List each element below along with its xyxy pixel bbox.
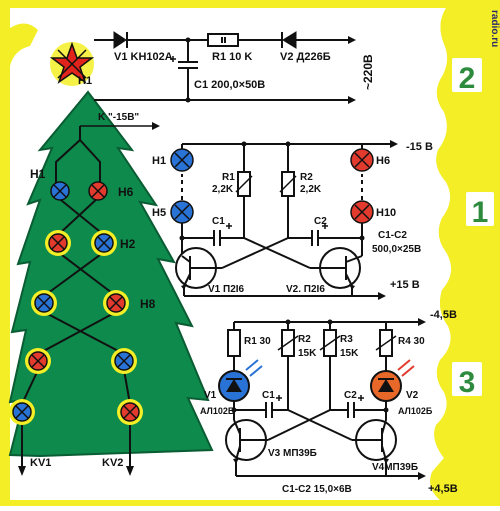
tree-lamp-h2 xyxy=(91,230,117,256)
c3-r4-label: R4 30 xyxy=(398,336,425,347)
c1-minus15-label: -15 B xyxy=(406,141,433,153)
c3-minus45-label: -4,5B xyxy=(430,309,457,321)
c1-plus15-label: +15 B xyxy=(390,279,420,291)
tree-h6-label: H6 xyxy=(118,185,134,199)
circuit1-lamps xyxy=(170,148,374,224)
kv1-label: KV1 xyxy=(30,457,51,469)
c3-r2-value: 15K xyxy=(298,348,317,359)
watermark: radio.ru xyxy=(489,10,500,47)
c3-led-v2 xyxy=(370,359,415,402)
tree-lamp-h8 xyxy=(103,290,129,316)
c3-cc-label: C1-C2 15,0×6B xyxy=(282,484,352,495)
tree-lamp-left-4 xyxy=(25,348,51,374)
tree-lamp-h6 xyxy=(88,181,108,201)
star-h1-label: H1 xyxy=(78,75,92,87)
c3-c2-label: C2 xyxy=(344,390,357,401)
tree-lamp-right-5 xyxy=(117,399,143,425)
badge-3-text: 3 xyxy=(459,366,476,399)
c1-h6-label: H6 xyxy=(376,155,390,167)
badge-1: 1 xyxy=(466,192,494,229)
c1-v2-label: V2. П2І6 xyxy=(286,284,325,295)
tree-lamp-left-3 xyxy=(31,290,57,316)
c3-led-v1 xyxy=(218,359,263,402)
c3-r3-label: R3 xyxy=(340,334,353,345)
circuit-led-multivibrator xyxy=(225,318,426,480)
badge-3: 3 xyxy=(452,362,482,399)
c1-lamp-h5 xyxy=(170,200,194,224)
c1-lamp-h6 xyxy=(350,148,374,172)
tree-h1-label: H1 xyxy=(30,167,46,181)
c3-v3-label: V3 MП39Б xyxy=(268,448,317,459)
c3-v2-type: AЛ102Б xyxy=(398,406,433,416)
c3-r2-label: R2 xyxy=(298,334,311,345)
c1-lamp-h10 xyxy=(350,200,374,224)
c1-r1-value: 2,2K xyxy=(212,184,234,195)
tree-lamp-h1 xyxy=(50,181,70,201)
c1-c1-label: C1 xyxy=(212,216,225,227)
right-yellow-band xyxy=(430,8,500,500)
c1-r2-value: 2,2K xyxy=(300,184,322,195)
c3-v1-label: V1 xyxy=(204,390,217,401)
c1-r2-label: R2 xyxy=(300,172,313,183)
tree-lamp-left-5 xyxy=(9,399,35,425)
c1-c2-label: C2 xyxy=(314,216,327,227)
c3-v1-type: AЛ102Б xyxy=(200,406,235,416)
badge-2: 2 xyxy=(452,58,482,95)
tree-lamps xyxy=(9,181,143,425)
c1-cc-value: 500,0×25B xyxy=(372,244,421,255)
c1-main-label: C1 200,0×50B xyxy=(194,79,265,91)
c1-r1-label: R1 xyxy=(222,172,235,183)
badge-1-text: 1 xyxy=(472,196,489,229)
star-h1 xyxy=(49,41,95,86)
c1-v1-label: V1 П2І6 xyxy=(208,284,245,295)
tree-h2-label: H2 xyxy=(120,237,136,251)
r1-10k-label: R1 10 K xyxy=(212,51,252,63)
c3-r1-label: R1 30 xyxy=(244,336,271,347)
v2-d226b-label: V2 Д226Б xyxy=(280,51,331,63)
c1-cc-label: C1-C2 xyxy=(378,230,407,241)
v1-kn102a-label: V1 KH102A xyxy=(114,51,173,63)
mains-voltage-label: ~220B xyxy=(361,54,375,90)
k-15v-label: K "-15B" xyxy=(98,112,139,123)
c3-r3-value: 15K xyxy=(340,348,359,359)
tree-h8-label: H8 xyxy=(140,297,156,311)
tree-lamp-left-2 xyxy=(45,230,71,256)
c3-v2-label: V2 xyxy=(406,390,419,401)
c1-lamp-h1 xyxy=(170,148,194,172)
kv2-label: KV2 xyxy=(102,457,123,469)
circuit-multivibrator-lamps xyxy=(175,140,398,300)
c1-h1-label: H1 xyxy=(152,155,166,167)
c3-v4-label: V4MП39Б xyxy=(372,462,418,473)
c1-h5-label: H5 xyxy=(152,207,166,219)
tree-wiring xyxy=(18,122,160,476)
c1-h10-label: H10 xyxy=(376,207,396,219)
circuit-mains xyxy=(94,31,356,104)
c3-plus45-label: +4,5B xyxy=(428,483,458,495)
badge-2-text: 2 xyxy=(459,62,476,95)
tree-lamp-right-4 xyxy=(111,348,137,374)
c3-c1-label: C1 xyxy=(262,390,275,401)
